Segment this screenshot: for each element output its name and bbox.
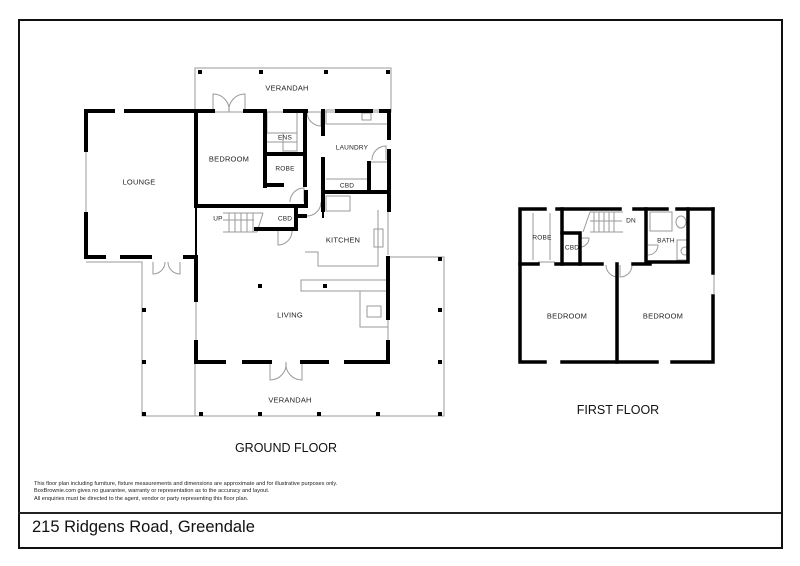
room-label-verandah-bottom: VERANDAH — [268, 395, 312, 405]
footer-divider — [18, 512, 781, 514]
stair-label-up: UP — [213, 215, 223, 223]
room-label-kitchen: KITCHEN — [325, 235, 361, 245]
room-label-living: LIVING — [277, 310, 303, 320]
disclaimer-text: This floor plan including furniture, fix… — [34, 481, 337, 503]
disclaimer-line: BoxBrownie.com gives no guarantee, warra… — [34, 488, 270, 495]
disclaimer-line: This floor plan including furniture, fix… — [34, 481, 338, 487]
room-label-ff-bedroom-left: BEDROOM — [546, 311, 588, 321]
room-label-ff-cbd: CBD — [564, 244, 580, 252]
room-label-laundry: LAUNDRY — [335, 144, 369, 152]
plan-frame — [18, 19, 783, 549]
first-floor-title: FIRST FLOOR — [576, 403, 660, 417]
room-label-robe: ROBE — [275, 165, 295, 173]
room-label-cbd-laundry: CBD — [339, 182, 355, 190]
room-label-lounge: LOUNGE — [122, 177, 156, 187]
room-label-ens: ENS — [278, 134, 292, 142]
first-floor-drawing — [518, 207, 715, 364]
disclaimer-line: All enquiries must be directed to the ag… — [34, 495, 249, 502]
room-label-verandah-top: VERANDAH — [265, 83, 309, 93]
room-label-cbd-stair: CBD — [277, 215, 293, 223]
property-address: 215 Ridgens Road, Greendale — [32, 518, 255, 536]
room-label-ff-robe: ROBE — [532, 234, 552, 242]
ground-floor-drawing — [84, 67, 445, 417]
ground-floor-title: GROUND FLOOR — [234, 441, 338, 455]
stair-label-dn: DN — [626, 217, 636, 225]
room-label-ff-bedroom-right: BEDROOM — [642, 311, 684, 321]
room-label-bath: BATH — [657, 237, 675, 245]
room-label-bedroom: BEDROOM — [208, 154, 250, 164]
